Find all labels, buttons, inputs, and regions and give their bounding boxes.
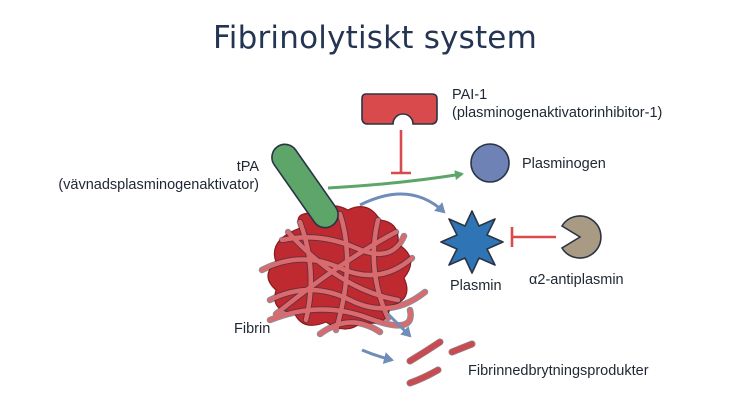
pai1-inhibition-line <box>391 130 411 175</box>
pai1-label-line2: (plasminogenaktivatorinhibitor-1) <box>452 105 663 121</box>
tpa-label: tPA (vävnadsplasminogenaktivator) <box>58 158 259 194</box>
tpa-shape <box>271 143 339 229</box>
conversion-arrow <box>359 192 446 214</box>
products-label: Fibrinnedbrytningsprodukter <box>468 363 649 379</box>
fibrin-clot <box>258 205 429 338</box>
fibrin-fragments <box>406 338 476 387</box>
page-title: Fibrinolytiskt system <box>213 20 537 56</box>
tpa-label-line2: (vävnadsplasminogenaktivator) <box>58 177 259 193</box>
pai1-label: PAI-1 (plasminogenaktivatorinhibitor-1) <box>452 86 662 122</box>
tpa-activation-arrow <box>327 170 464 190</box>
antiplasmin-shape <box>560 215 602 259</box>
pai1-shape <box>361 93 438 125</box>
fibrin-label: Fibrin <box>234 321 271 337</box>
tpa-label-line1: tPA <box>236 159 259 175</box>
antiplasmin-label: α2-antiplasmin <box>529 272 624 288</box>
plasminogen-shape <box>470 143 510 183</box>
plasmin-label: Plasmin <box>450 278 502 294</box>
plasminogen-label: Plasminogen <box>522 156 606 172</box>
antiplasmin-inhibition-line <box>510 227 556 247</box>
plasmin-shape <box>440 210 504 274</box>
degradation-arrow-1 <box>386 312 412 338</box>
pai1-label-line1: PAI-1 <box>452 87 488 103</box>
degradation-arrow-2 <box>361 348 394 364</box>
